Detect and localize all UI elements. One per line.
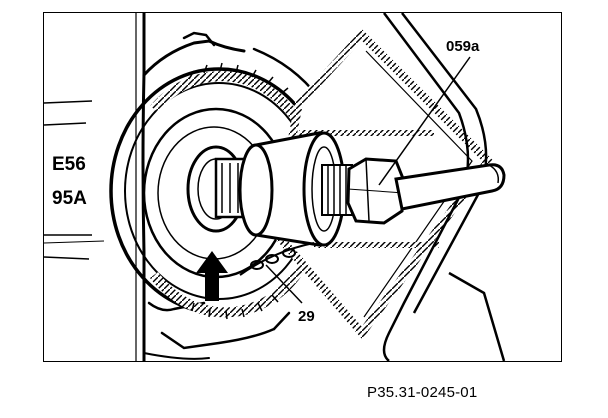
wrench: [394, 163, 506, 211]
figure-reference-code: P35.31-0245-01: [367, 384, 478, 401]
retaining-ring-detail: [239, 242, 315, 276]
housing-left-edge: [44, 13, 146, 361]
callout-part-number: 29: [298, 308, 315, 325]
illustration-frame: 059a 29 E56 95A: [43, 12, 562, 362]
callout-tool-number: 059a: [446, 38, 480, 55]
bearing-cage: [188, 62, 301, 320]
leader-lines: [265, 56, 471, 304]
partial-label-line2: 95A: [52, 188, 87, 209]
partial-label-line1: E56: [52, 154, 86, 175]
technical-drawing: [44, 13, 506, 361]
forcing-bolt: [321, 157, 406, 225]
up-arrow-icon: [196, 251, 228, 301]
